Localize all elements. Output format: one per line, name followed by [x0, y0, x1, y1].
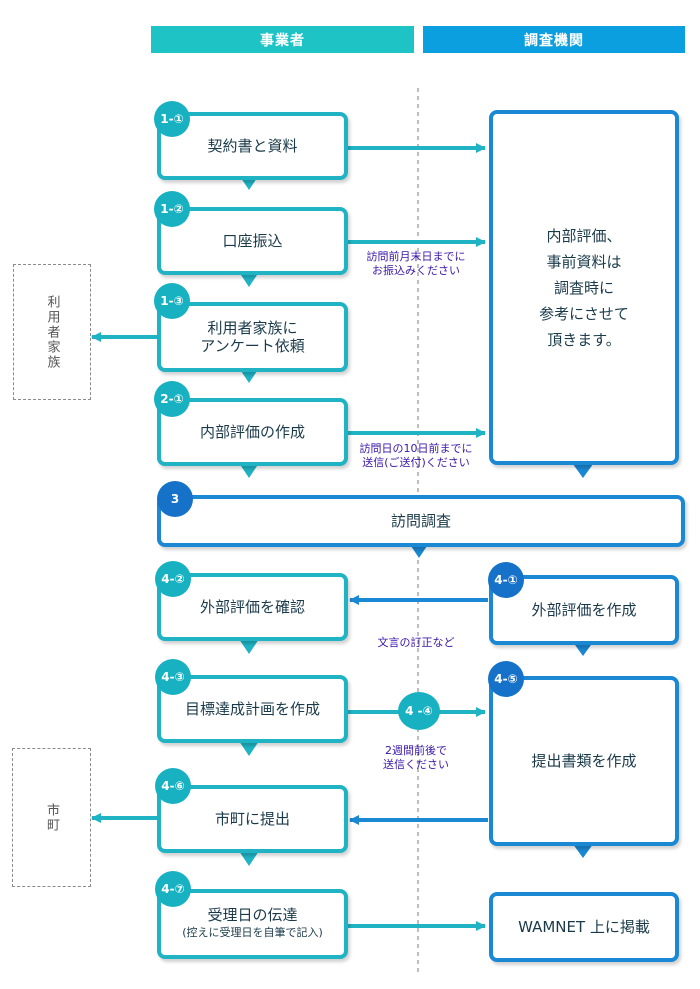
note-line1: 2週間前後で — [385, 744, 447, 757]
header-agency: 調査機関 — [423, 26, 685, 53]
city-box-label: 市町 — [44, 802, 59, 833]
family-box-label: 利用者家族 — [44, 294, 60, 370]
step-label: 外部評価を作成 — [531, 601, 637, 619]
note-two-weeks: 2週間前後で 送信ください — [360, 744, 472, 772]
step-wamnet: WAMNET 上に掲載 — [489, 892, 679, 962]
step-label-line2: アンケート依頼 — [200, 337, 305, 355]
step-label: 訪問調査 — [390, 512, 451, 530]
badge-1-2: 1-② — [154, 191, 190, 227]
step-site-visit: 訪問調査 — [157, 495, 685, 547]
step-label: 口座振込 — [222, 232, 283, 250]
badge-4-1: 4-① — [488, 562, 524, 598]
badge-4-3: 4-③ — [155, 659, 191, 695]
step-submit-city: 市町に提出 — [157, 785, 348, 853]
agency-note-line3: 調査時に — [553, 278, 614, 297]
step-label: 目標達成計画を作成 — [184, 700, 320, 718]
note-correction: 文言の訂正など — [350, 636, 482, 650]
city-box: 市町 — [12, 748, 91, 887]
badge-4-4: 4 -④ — [398, 692, 440, 730]
badge-4-6: 4-⑥ — [155, 768, 191, 804]
badge-4-2: 4-② — [155, 561, 191, 597]
step-label: 契約書と資料 — [207, 137, 298, 155]
note-send-deadline: 訪問日の10日前までに 送信(ご送付)ください — [345, 442, 487, 470]
step-internal-eval: 内部評価の作成 — [157, 398, 348, 466]
note-line1: 訪問日の10日前までに — [359, 442, 473, 455]
step-label: 内部評価の作成 — [199, 423, 305, 441]
agency-note-box: 内部評価、 事前資料は 調査時に 参考にさせて 頂きます。 — [489, 110, 679, 465]
badge-1-3: 1-③ — [154, 283, 190, 319]
step-label-line1: 利用者家族に — [207, 319, 298, 337]
step-label: 市町に提出 — [214, 810, 290, 828]
note-line1: 訪問前月末日までに — [366, 250, 466, 263]
step-label: 提出書類を作成 — [531, 752, 637, 770]
agency-note-line1: 内部評価、 — [546, 226, 622, 245]
step-goal-plan: 目標達成計画を作成 — [157, 675, 348, 743]
badge-4-7: 4-⑦ — [155, 871, 191, 907]
badge-3: 3 — [157, 481, 193, 517]
step-account-transfer: 口座振込 — [157, 207, 348, 275]
agency-note-line4: 参考にさせて — [539, 304, 629, 323]
family-box: 利用者家族 — [13, 264, 91, 400]
note-line2: 送信(ご送付)ください — [362, 456, 470, 469]
step-family-survey: 利用者家族に アンケート依頼 — [157, 302, 348, 372]
note-line2: 送信ください — [383, 758, 449, 771]
badge-1-1: 1-① — [154, 101, 190, 137]
note-transfer-deadline: 訪問前月末日までに お振込みください — [350, 250, 482, 278]
badge-2-1: 2-① — [154, 381, 190, 417]
note-line1: 文言の訂正など — [377, 636, 455, 649]
note-line2: お振込みください — [372, 264, 460, 277]
step-label-line1: 受理日の伝達 — [207, 906, 298, 924]
step-label: WAMNET 上に掲載 — [518, 918, 650, 936]
step-label: 外部評価を確認 — [199, 598, 305, 616]
agency-note-line5: 頂きます。 — [547, 330, 621, 349]
step-create-docs: 提出書類を作成 — [489, 676, 679, 846]
step-receipt-notice: 受理日の伝達 (控えに受理日を自筆で記入) — [157, 889, 348, 959]
badge-4-5: 4-⑤ — [488, 661, 524, 697]
step-label-line2: (控えに受理日を自筆で記入) — [182, 926, 323, 939]
agency-note-line2: 事前資料は — [546, 252, 622, 271]
header-business: 事業者 — [151, 26, 414, 53]
